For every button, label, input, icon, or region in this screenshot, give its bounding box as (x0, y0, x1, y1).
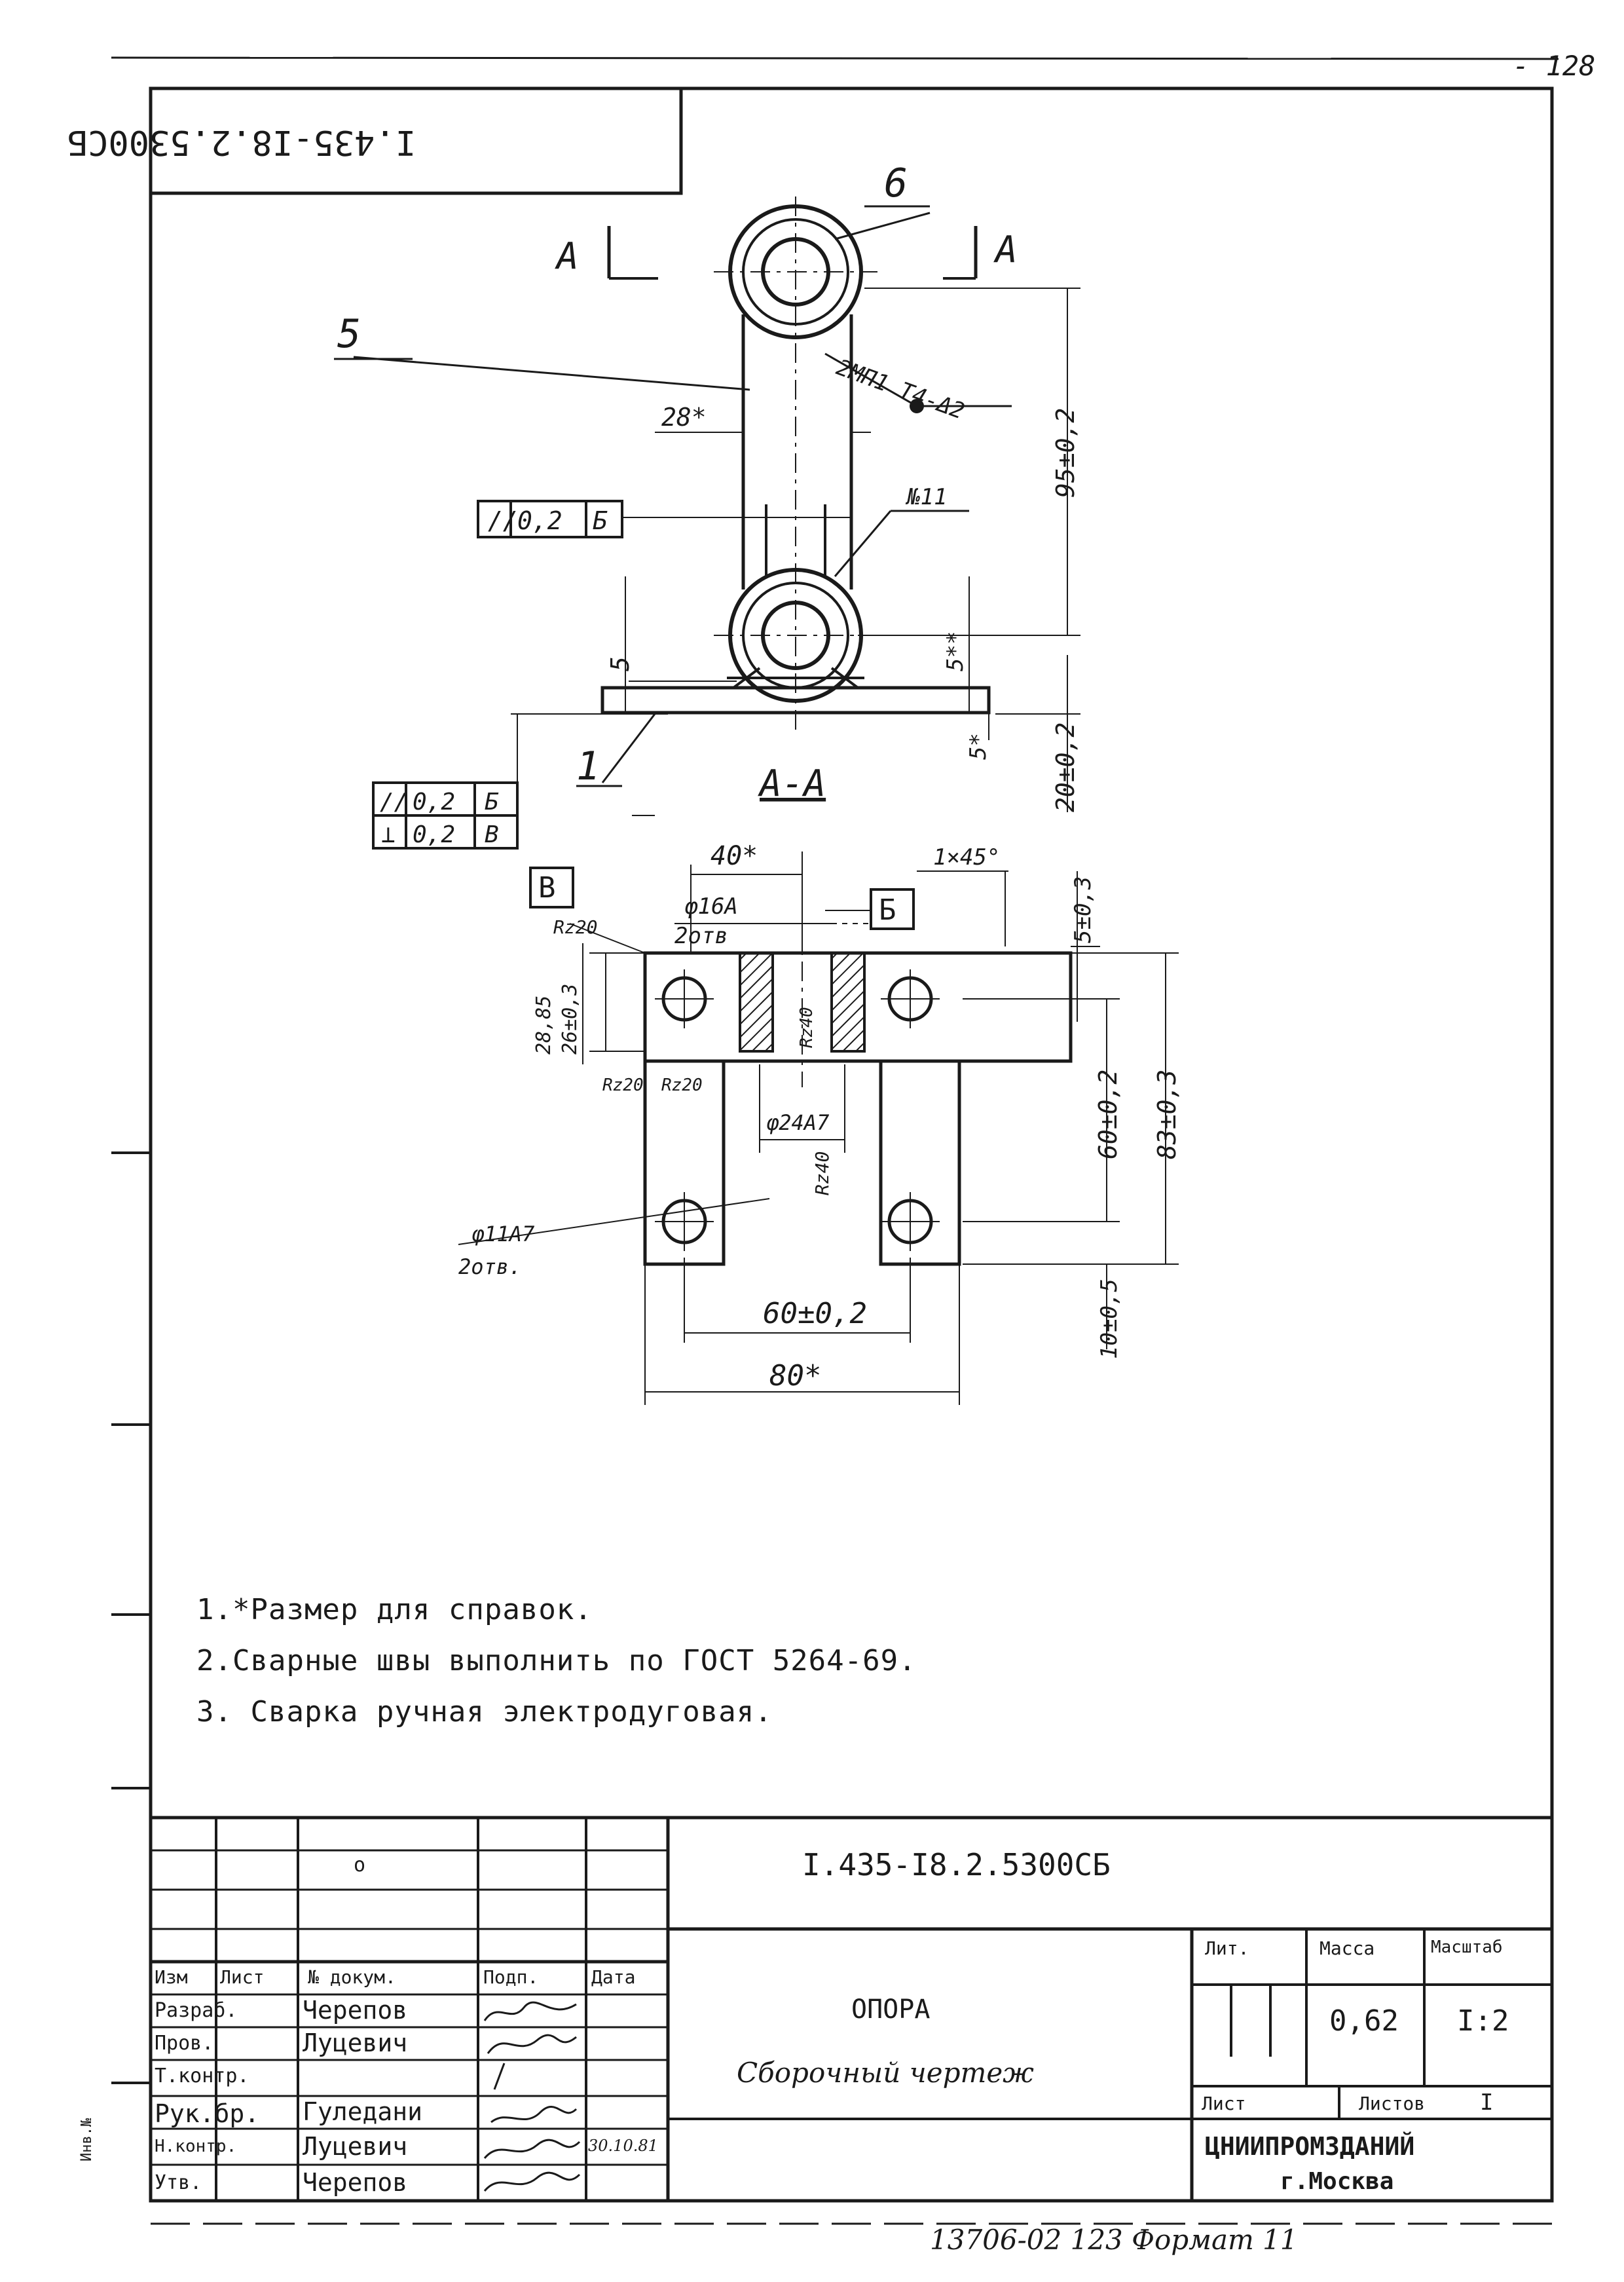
tb-name: ОПОРА (851, 1994, 931, 2025)
dim-offset-5-left: 5 (606, 656, 635, 671)
tb-role-4: Н.контр. (155, 2137, 237, 2156)
dim-height-60: 60±0,2 (1094, 1070, 1122, 1159)
tf-top-val: 0,2 (517, 506, 563, 535)
datum-v-letter: В (538, 871, 556, 905)
tf-side-sym: // (380, 789, 408, 815)
dim-width-60: 60±0,2 (763, 1297, 867, 1330)
tb-name-1: Луцевич (303, 2029, 408, 2057)
dim-base-20: 20±0,2 (1051, 722, 1080, 812)
dim-height-95: 95±0,2 (1051, 408, 1080, 498)
tb-role-1: Пров. (155, 2032, 214, 2055)
dim-height-10: 10±0,5 (1096, 1279, 1122, 1359)
section-mark-left: А (555, 235, 579, 278)
tb-sheets-label: Листов (1359, 2093, 1426, 2114)
dim-width-40: 40* (710, 841, 758, 871)
tb-scale-value: I:2 (1457, 2004, 1509, 2038)
tb-header-list: Лист (220, 1966, 265, 1988)
tb-col-scale: Масштаб (1431, 1937, 1503, 1957)
tf-perp-sym: ⊥ (381, 821, 396, 848)
dim-holes-count-side: 2отв. (458, 1254, 521, 1279)
tb-doc-type: Сборочный чертеж (737, 2057, 1034, 2089)
section-a-a-view (458, 851, 1179, 1405)
callout-6: 6 (884, 160, 908, 206)
dim-hole-16: φ16А (684, 893, 738, 920)
stamp-box (149, 86, 683, 195)
callout-5: 5 (337, 311, 361, 357)
tb-role-0: Разраб. (155, 1999, 238, 2022)
tb-name-3: Гуледани (303, 2097, 423, 2126)
tb-role-3: Рук.бр. (155, 2099, 260, 2128)
tb-header-izm: Изм (155, 1966, 188, 1988)
rough-20-left: Rz20 (602, 1076, 644, 1095)
tf-top-sym: // (488, 506, 518, 535)
tf-side-datum: Б (485, 789, 499, 815)
datum-v-box (529, 867, 574, 908)
tb-org: ЦНИИПРОМЗДАНИЙ (1205, 2132, 1415, 2161)
dim-height-26: 26±0,3 (559, 984, 581, 1055)
tb-sheet-label: Лист (1202, 2093, 1246, 2114)
dim-height-83: 83±0,3 (1153, 1070, 1181, 1159)
tb-city: г.Москва (1280, 2168, 1394, 2195)
rough-20-mid: Rz20 (661, 1076, 703, 1095)
tb-name-4: Луцевич (303, 2132, 408, 2161)
page-number: - 128 (1513, 50, 1595, 82)
tf-top-datum: Б (593, 506, 608, 535)
tb-name-0: Черепов (303, 1996, 408, 2025)
tf-perp-datum: В (485, 821, 499, 848)
section-label: А-А (758, 762, 826, 805)
datum-b-letter: Б (879, 893, 896, 927)
tolerance-frame-top (477, 500, 623, 538)
callout-1: 1 (576, 743, 600, 789)
title-block-lines (151, 1816, 1552, 2225)
dim-offset-5-03: 5±0,3 (1070, 876, 1096, 943)
dim-width-80: 80* (769, 1359, 821, 1393)
rough-40-inner: Rz40 (811, 1151, 833, 1195)
datum-b-box (870, 888, 915, 930)
dim-holes-count-top: 2отв (674, 923, 728, 949)
dim-bore-24: φ24А7 (766, 1110, 829, 1135)
rough-inner-small: Rz40 (797, 1007, 817, 1048)
dim-base-5: 5* (965, 733, 991, 760)
note-2: 2.Сварные швы выполнить по ГОСТ 5264-69. (196, 1644, 917, 1677)
tb-designation: I.435-I8.2.5300CБ (802, 1847, 1111, 1882)
tb-sheets-value: I (1480, 2089, 1494, 2116)
section-mark-right: А (993, 229, 1018, 271)
tb-col-mass: Масса (1320, 1937, 1375, 1959)
support-elevation-view (334, 196, 1080, 816)
note-3: 3. Сварка ручная электродуговая. (196, 1695, 773, 1729)
tb-role-2: Т.контр. (155, 2065, 249, 2087)
tb-mass-value: 0,62 (1329, 2004, 1399, 2038)
stamp-code-mirrored: I.435-I8.2.5300CБ (67, 122, 416, 162)
drawing-frame (149, 86, 1554, 2203)
dim-offset-5-right: 5** (942, 631, 969, 671)
tb-header-date: Дата (591, 1966, 636, 1988)
tf-perp-val: 0,2 (413, 821, 455, 848)
dim-hole-11: φ11А7 (471, 1222, 534, 1246)
dim-chamfer: 1×45° (933, 844, 1000, 870)
note-1: 1.*Размер для справок. (196, 1593, 593, 1626)
tb-small-mark: о (354, 1854, 366, 1877)
signatures (483, 2001, 581, 2192)
tb-role-5: Утв. (155, 2171, 202, 2194)
bottom-handwritten: 13706-02 123 Формат 11 (930, 2224, 1298, 2256)
tb-name-5: Черепов (303, 2168, 408, 2197)
tb-header-sign: Подп. (483, 1966, 539, 1988)
tb-date-value: 30.10.81 (588, 2137, 658, 2155)
dim-height-28: 28,85 (532, 996, 555, 1055)
dim-width-28: 28* (661, 403, 707, 432)
tb-header-doc: № докум. (308, 1966, 396, 1988)
weld-symbol-side: №11 (905, 484, 947, 510)
tf-side-val: 0,2 (413, 789, 455, 815)
rough-20-top: Rz20 (553, 916, 597, 938)
side-margin-text: Инв.№ (79, 2118, 95, 2161)
weld-symbol-top: 2МП1 Т4-Δ2 (833, 354, 968, 425)
tb-col-lit: Лит. (1205, 1937, 1249, 1959)
